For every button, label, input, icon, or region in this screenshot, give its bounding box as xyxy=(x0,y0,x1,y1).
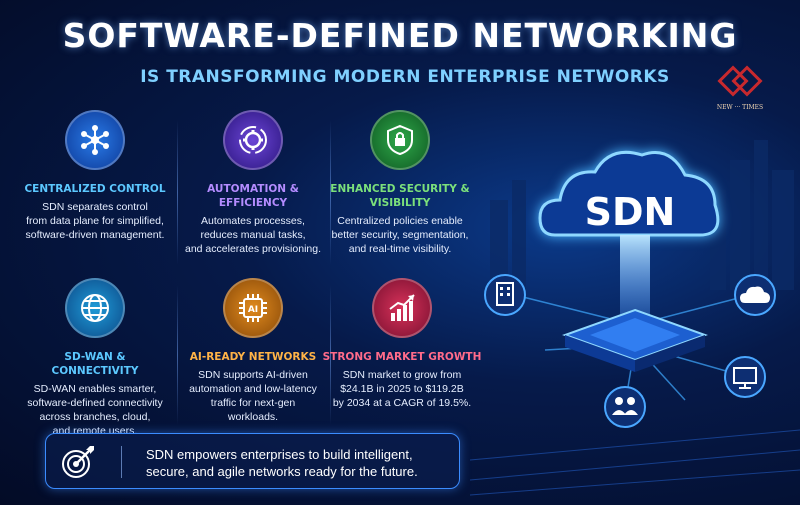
card-title: AUTOMATION & EFFICIENCY xyxy=(207,183,299,209)
svg-text:AI: AI xyxy=(248,305,258,315)
divider xyxy=(330,285,331,425)
sdn-illustration: SDN xyxy=(470,140,800,496)
growth-chart-icon xyxy=(372,278,432,338)
floor-grid xyxy=(470,429,800,496)
divider xyxy=(330,120,331,265)
shield-lock-icon xyxy=(370,110,430,170)
card-title: STRONG MARKET GROWTH xyxy=(322,351,482,363)
server-platform xyxy=(562,308,708,372)
card-description: SDN market to grow from$24.1B in 2025 to… xyxy=(332,369,472,409)
card-description: Automates processes,reduces manual tasks… xyxy=(185,215,321,255)
footer-banner: SDN empowers enterprises to build intell… xyxy=(45,433,460,489)
card-market-growth: STRONG MARKET GROWTH SDN market to grow … xyxy=(322,278,482,410)
network-hub-icon xyxy=(65,110,125,170)
divider xyxy=(177,120,178,265)
gear-cycle-icon xyxy=(223,110,283,170)
node-cloud-icon xyxy=(734,274,776,316)
card-title: SD-WAN & CONNECTIVITY xyxy=(51,351,139,377)
target-arrow-icon xyxy=(62,446,94,478)
divider xyxy=(177,285,178,425)
card-ai-ready: AI AI-READY NETWORKS SDN supports AI-dri… xyxy=(178,278,328,424)
page-subtitle: IS TRANSFORMING MODERN ENTERPRISE NETWOR… xyxy=(140,67,670,87)
card-title: AI-READY NETWORKS xyxy=(189,351,317,363)
cloud-shape xyxy=(538,150,720,237)
card-title: CENTRALIZED CONTROL xyxy=(24,183,166,195)
city-skyline xyxy=(490,140,794,290)
logo-diamond-icon xyxy=(717,62,763,102)
card-sd-wan: SD-WAN & CONNECTIVITY SD-WAN enables sma… xyxy=(20,278,170,438)
brand-logo: NEW ··· TIMES xyxy=(690,62,790,122)
card-centralized-control: CENTRALIZED CONTROL SDN separates contro… xyxy=(20,110,170,242)
node-monitor-icon xyxy=(724,356,766,398)
page-title: SOFTWARE-DEFINED NETWORKING xyxy=(62,16,738,55)
logo-text: NEW ··· TIMES xyxy=(716,104,764,111)
card-automation: AUTOMATION & EFFICIENCY Automates proces… xyxy=(178,110,328,256)
card-description: SD-WAN enables smarter,software-defined … xyxy=(27,383,163,437)
node-users-icon xyxy=(604,386,646,428)
card-security: ENHANCED SECURITY & VISIBILITY Centraliz… xyxy=(320,110,480,256)
footer-separator xyxy=(121,446,122,478)
cloud-label: SDN xyxy=(585,190,676,234)
card-title: ENHANCED SECURITY & VISIBILITY xyxy=(330,183,470,209)
subtitle-banner: IS TRANSFORMING MODERN ENTERPRISE NETWOR… xyxy=(140,62,669,92)
globe-icon xyxy=(65,278,125,338)
footer-text: SDN empowers enterprises to build intell… xyxy=(146,447,418,479)
ai-chip-icon: AI xyxy=(223,278,283,338)
node-building xyxy=(484,274,526,316)
